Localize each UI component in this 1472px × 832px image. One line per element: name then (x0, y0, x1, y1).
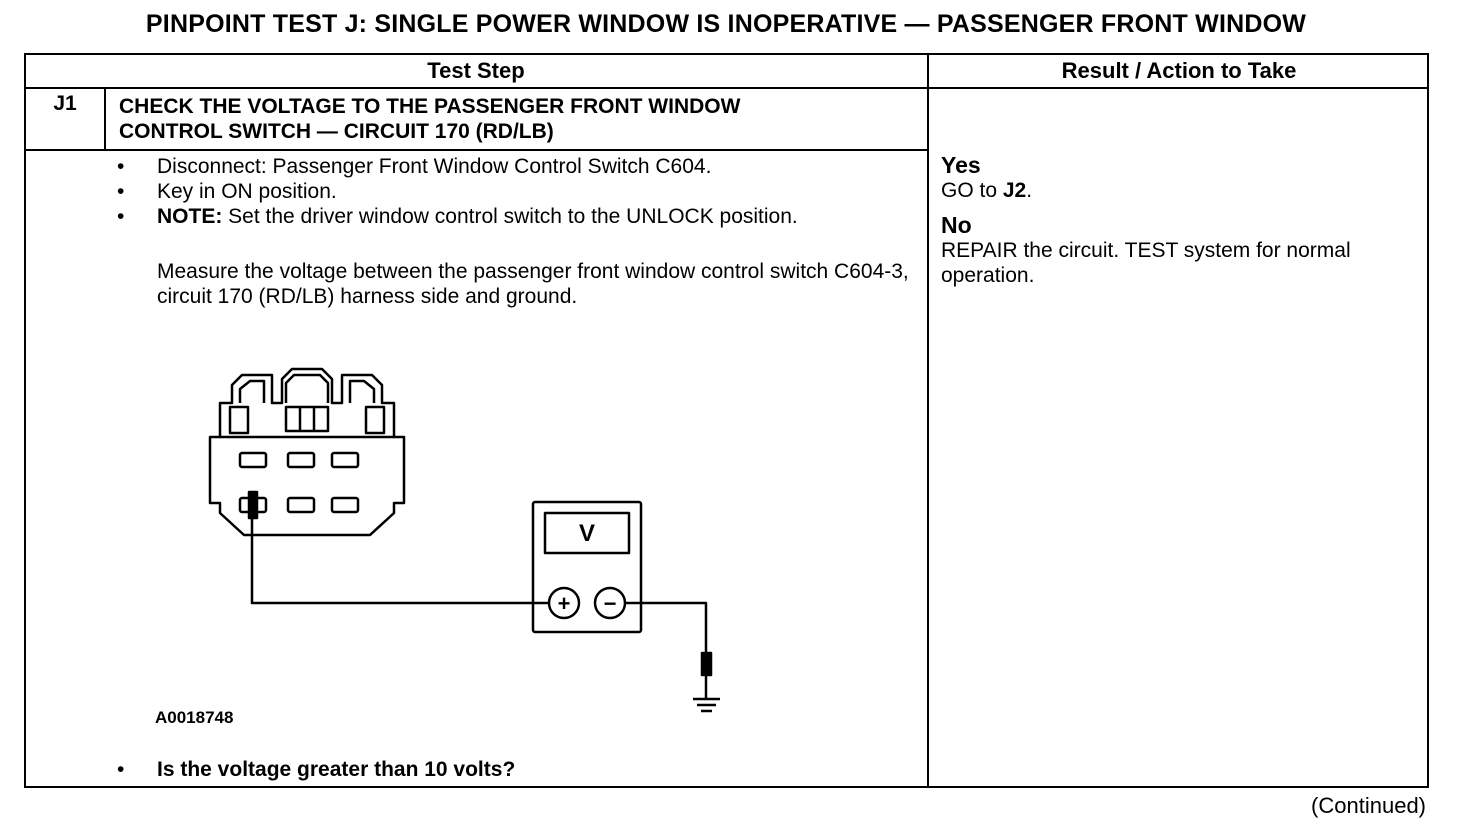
terminal-cavity (238, 451, 268, 469)
step-title-divider (24, 149, 928, 151)
terminal-cavity (330, 496, 360, 514)
header-result-action: Result / Action to Take (1061, 58, 1297, 83)
question-text: Is the voltage greater than 10 volts? (157, 758, 516, 781)
header-divider (24, 87, 1429, 89)
continued-label: (Continued) (1311, 793, 1426, 818)
note-text: Set the driver window control switch to … (222, 205, 798, 228)
terminal-cavity (330, 451, 360, 469)
connector-body (208, 367, 406, 537)
plus-terminal (547, 586, 581, 620)
no-label: No (941, 212, 972, 238)
list-item: • Key in ON position. (117, 180, 337, 203)
list-item: • Disconnect: Passenger Front Window Con… (117, 155, 712, 178)
figure-id: A0018748 (155, 708, 234, 727)
connector-voltmeter-diagram: V + − (208, 367, 720, 713)
ground-probe (700, 651, 713, 677)
voltmeter (531, 500, 643, 634)
negative-lead (625, 601, 708, 653)
step-title-line1: CHECK THE VOLTAGE TO THE PASSENGER FRONT… (119, 95, 741, 118)
page-title: PINPOINT TEST J: SINGLE POWER WINDOW IS … (145, 10, 1307, 38)
note-label: NOTE: (157, 205, 223, 228)
result-yes: Yes GO to J2. (941, 153, 1411, 203)
instruction-key-on: Key in ON position. (157, 180, 337, 203)
probe-tip (247, 490, 259, 520)
result-no: No REPAIR the circuit. TEST system for n… (941, 213, 1411, 288)
step-instructions: • Disconnect: Passenger Front Window Con… (117, 154, 917, 229)
terminal-cavity (286, 496, 316, 514)
positive-lead (250, 518, 548, 605)
header-test-step: Test Step (427, 58, 525, 83)
list-item: • NOTE: Set the driver window control sw… (117, 205, 798, 228)
column-divider (927, 53, 929, 788)
yes-label: Yes (941, 152, 981, 178)
terminal-cavity (286, 451, 316, 469)
step-id-divider (104, 88, 106, 150)
test-table (24, 53, 1429, 788)
plus-sign: + (558, 591, 571, 616)
step-title-line2: CONTROL SWITCH — CIRCUIT 170 (RD/LB) (119, 120, 554, 143)
yes-action: GO to J2. (941, 179, 1033, 202)
step-id: J1 (53, 92, 77, 115)
no-action: REPAIR the circuit. TEST system for norm… (941, 239, 1351, 287)
minus-sign: − (604, 591, 617, 616)
link-j2: J2 (1002, 179, 1027, 202)
measure-instruction: Measure the voltage between the passenge… (157, 260, 909, 308)
meter-label: V (579, 520, 595, 547)
step-question: •Is the voltage greater than 10 volts? (117, 758, 516, 781)
instruction-disconnect: Disconnect: Passenger Front Window Contr… (157, 155, 712, 178)
step-title: CHECK THE VOLTAGE TO THE PASSENGER FRONT… (119, 94, 919, 144)
voltmeter-display (543, 511, 631, 555)
